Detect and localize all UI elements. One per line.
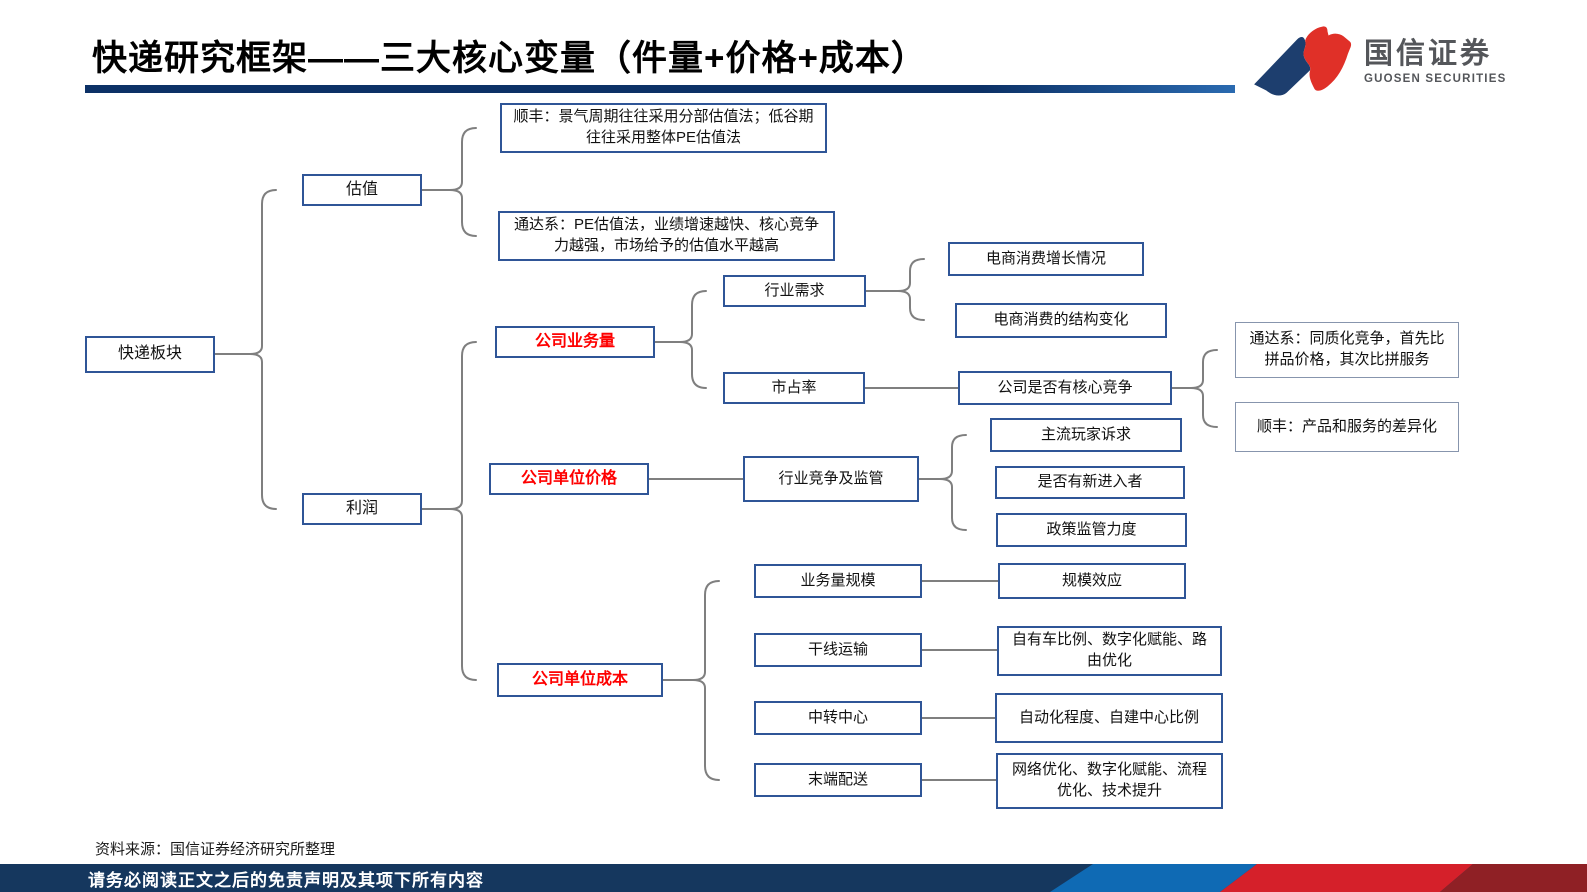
node-transfer-center: 中转中心 (754, 701, 922, 735)
node-last-mile-detail: 网络优化、数字化赋能、流程优化、技术提升 (996, 753, 1223, 809)
brace-regulation (939, 434, 967, 531)
node-trunk-detail: 自有车比例、数字化赋能、路由优化 (997, 626, 1222, 676)
node-policy-supervision: 政策监管力度 (996, 513, 1187, 547)
footer-disclaimer: 请务必阅读正文之后的免责声明及其项下所有内容 (88, 870, 484, 890)
brace-core (1190, 349, 1218, 428)
source-note: 资料来源：国信证券经济研究所整理 (95, 841, 336, 858)
node-ec-structure: 电商消费的结构变化 (955, 303, 1167, 338)
node-sf-competition: 顺丰：产品和服务的差异化 (1235, 402, 1459, 452)
guosen-logo: 国信证券 GUOSEN SECURITIES (1248, 26, 1506, 98)
node-profit: 利润 (302, 493, 422, 525)
node-industry-demand: 行业需求 (723, 275, 866, 307)
logo-name-cn: 国信证券 (1364, 37, 1493, 70)
brace-volume (679, 290, 707, 389)
logo-name-en: GUOSEN SECURITIES (1364, 73, 1507, 86)
brace-demand (897, 258, 925, 321)
footer-decoration (1050, 864, 1587, 892)
node-root: 快递板块 (85, 336, 215, 373)
node-core-competition: 公司是否有核心竞争 (958, 371, 1172, 405)
node-scale-effect: 规模效应 (998, 563, 1186, 599)
brace-valuation (449, 127, 477, 237)
node-valuation: 估值 (302, 174, 422, 206)
node-tda-valuation: 通达系：PE估值法，业绩增速越快、核心竞争力越强，市场给予的估值水平越高 (498, 211, 835, 261)
node-market-share: 市占率 (723, 372, 865, 404)
guosen-logo-text: 国信证券 GUOSEN SECURITIES (1364, 37, 1507, 86)
title-underline (85, 85, 1235, 93)
guosen-logo-icon (1254, 26, 1352, 96)
footer-bar: 请务必阅读正文之后的免责声明及其项下所有内容 (0, 864, 1587, 892)
node-volume-scale: 业务量规模 (754, 564, 922, 598)
node-industry-regulation: 行业竞争及监管 (743, 456, 919, 502)
node-volume: 公司业务量 (495, 326, 655, 358)
brace-root (249, 189, 277, 510)
node-sf-valuation: 顺丰：景气周期往往采用分部估值法；低谷期往往采用整体PE估值法 (500, 103, 827, 153)
node-transfer-detail: 自动化程度、自建中心比例 (995, 693, 1223, 743)
node-unit-price: 公司单位价格 (489, 463, 649, 495)
node-tda-competition: 通达系：同质化竞争，首先比拼品价格，其次比拼服务 (1235, 322, 1459, 378)
node-trunk-transport: 干线运输 (754, 633, 922, 667)
brace-cost (692, 580, 720, 781)
brace-profit (449, 341, 477, 681)
node-new-entrants: 是否有新进入者 (995, 466, 1185, 499)
node-main-players: 主流玩家诉求 (990, 418, 1182, 452)
node-last-mile: 末端配送 (754, 763, 922, 797)
node-unit-cost: 公司单位成本 (497, 663, 663, 697)
page-title: 快递研究框架——三大核心变量（件量+价格+成本） (92, 39, 927, 78)
node-ec-growth: 电商消费增长情况 (948, 242, 1144, 276)
